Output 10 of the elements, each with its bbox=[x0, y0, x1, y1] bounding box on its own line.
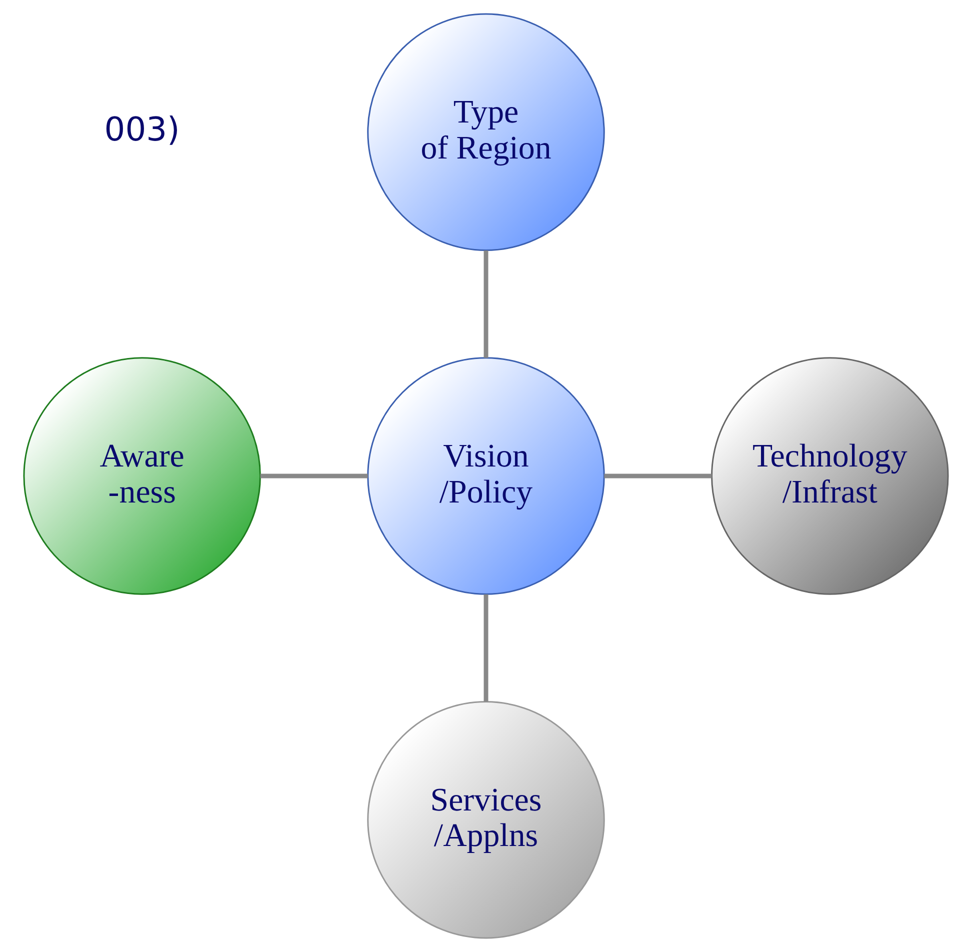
node-circle: Vision /Policy bbox=[367, 357, 605, 595]
connector bbox=[260, 474, 368, 478]
node-circle: Aware -ness bbox=[23, 357, 261, 595]
label: 003) bbox=[104, 109, 180, 148]
connector bbox=[604, 474, 712, 478]
node-circle: Services /Applns bbox=[367, 701, 605, 939]
connector bbox=[484, 250, 488, 358]
node-circle: Type of Region bbox=[367, 13, 605, 251]
node-circle: Technology /Infrast bbox=[711, 357, 949, 595]
connector bbox=[484, 594, 488, 702]
